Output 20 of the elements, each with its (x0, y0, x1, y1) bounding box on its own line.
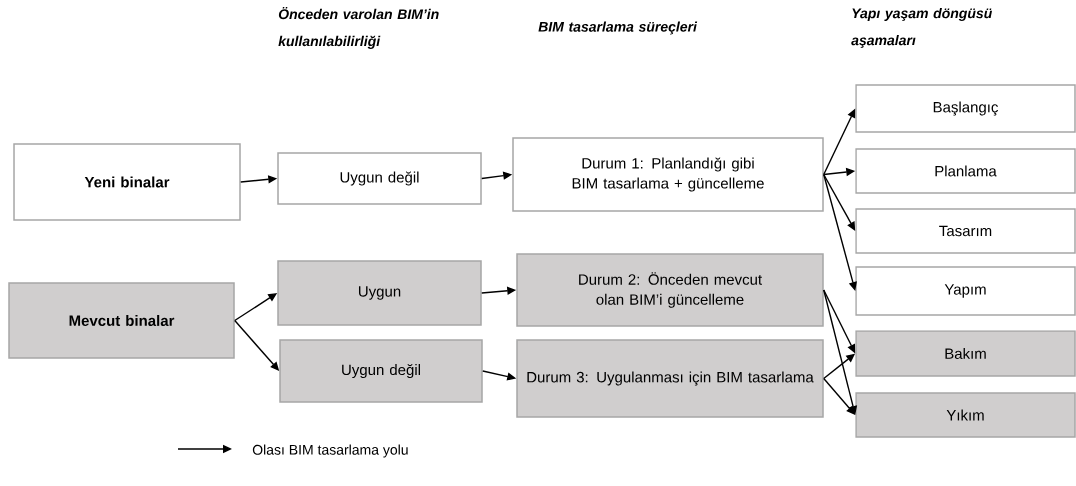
process-box: Başlangıç (855, 84, 1076, 133)
process-box: Uygun değil (277, 152, 482, 205)
process-box: Uygun (277, 260, 482, 326)
column-heading: BIM tasarlama süreçleri (538, 21, 698, 35)
process-box: Planlama (855, 148, 1076, 194)
arrow (823, 173, 857, 291)
process-box: Yıkım (855, 392, 1076, 438)
process-box: Yapım (855, 266, 1076, 316)
process-box: Durum 3: Uygulanması için BIM tasarlama (516, 339, 824, 418)
process-box: Durum 2: Önceden mevcut olan BIM’i güncelleme (516, 253, 824, 327)
column-heading: Yapı yaşam döngüsü aşamaları (851, 7, 992, 48)
process-box: Yeni binalar (13, 143, 241, 221)
process-box: Durum 1: Planlandığı gibi BIM tasarlama + güncelleme (512, 137, 824, 212)
column-heading: Önceden varolan BIM’in kullanılabilirliği (278, 7, 439, 49)
process-box: Uygun değil (279, 339, 483, 403)
arrow (823, 173, 856, 231)
process-box: Mevcut binalar (8, 282, 235, 359)
process-box: Tasarım (855, 208, 1076, 254)
process-box: Bakım (855, 330, 1076, 377)
legend-text: Olası BIM tasarlama yolu (252, 444, 408, 458)
